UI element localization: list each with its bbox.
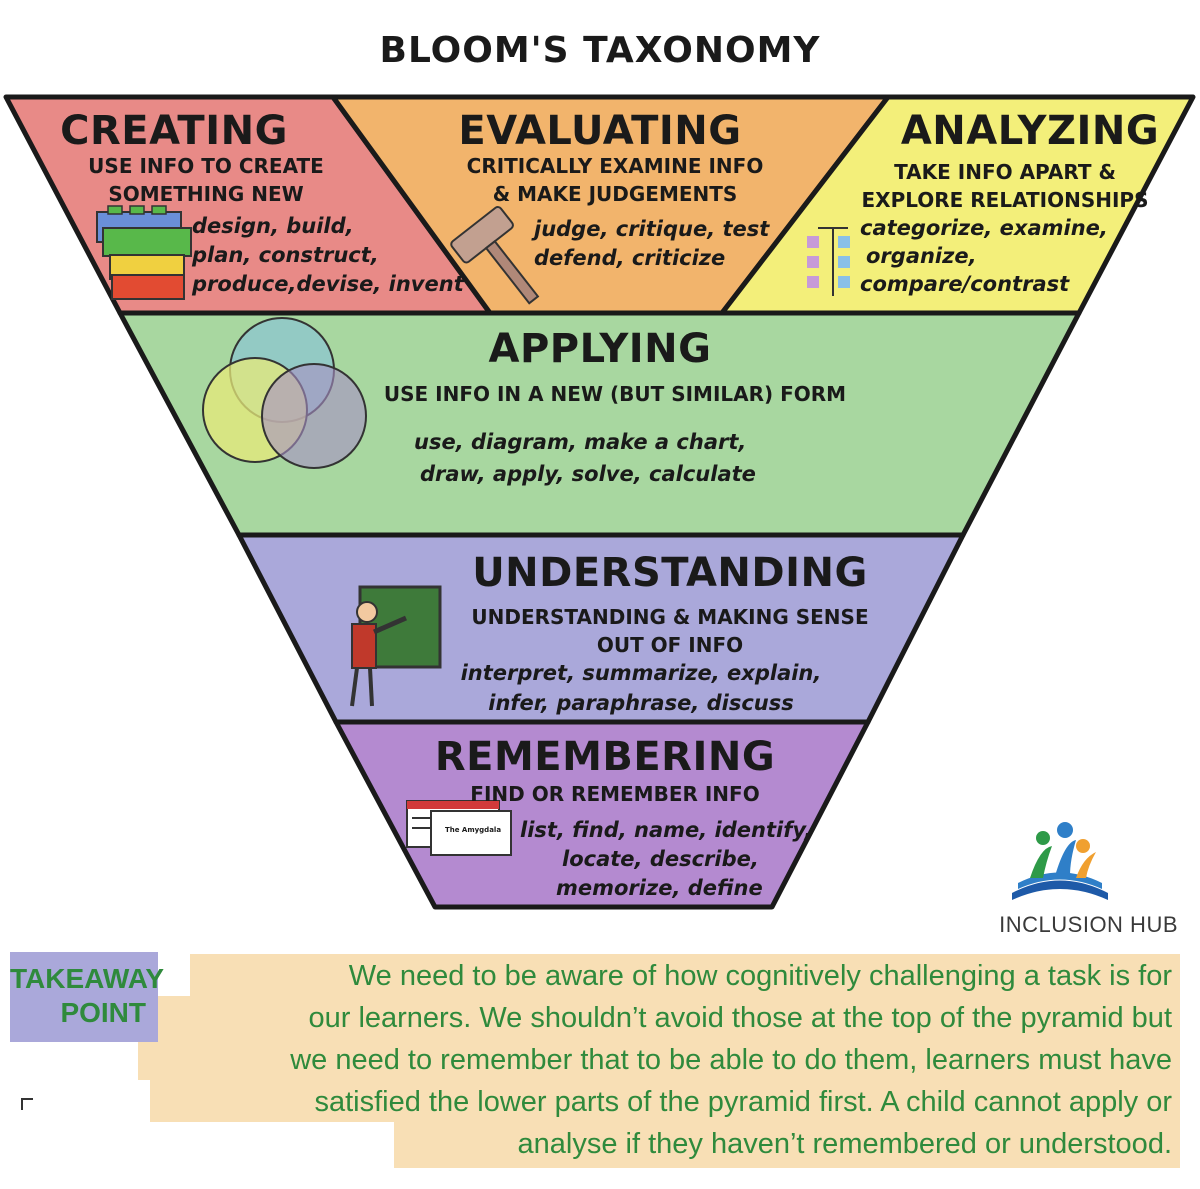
gavel-icon (450, 206, 540, 305)
lego-bricks-icon (96, 205, 192, 300)
analyzing-desc-line-2: EXPLORE RELATIONSHIPS (861, 188, 1149, 212)
takeaway-label-line-1: TAKEAWAY (10, 963, 165, 994)
understanding-desc-line-1: UNDERSTANDING & MAKING SENSE (471, 605, 869, 629)
evaluating-desc-line-2: & MAKE JUDGEMENTS (492, 182, 738, 206)
evaluating-verbs-line-2: defend, criticize (534, 246, 726, 270)
takeaway-line-3: we need to remember that to be able to d… (290, 1044, 1172, 1076)
applying-verbs-line-1: use, diagram, make a chart, (414, 430, 747, 454)
takeaway-label: TAKEAWAY POINT (10, 952, 165, 1042)
takeaway-line-1: We need to be aware of how cognitively c… (348, 960, 1172, 992)
applying-heading: APPLYING (488, 326, 712, 372)
takeaway-highlight-2 (150, 996, 1180, 1038)
remembering-verbs-line-3: memorize, define (556, 876, 763, 900)
takeaway-line-5: analyse if they haven’t remembered or un… (517, 1128, 1172, 1160)
teacher-chalkboard-icon (350, 585, 442, 707)
takeaway-highlight-4 (150, 1080, 1180, 1122)
creating-verbs-line-1: design, build, (192, 214, 354, 238)
flashcards-icon (406, 800, 512, 856)
sorting-chart-icon (807, 227, 850, 296)
evaluating-heading: EVALUATING (458, 108, 742, 154)
applying-verbs-line-2: draw, apply, solve, calculate (420, 462, 756, 486)
venn-diagram-icon (202, 317, 367, 469)
takeaway-line-4: satisfied the lower parts of the pyramid… (314, 1086, 1172, 1118)
inclusion-hub-logo (1012, 822, 1108, 900)
takeaway-highlight-3 (138, 1038, 1180, 1080)
takeaway-line-2: our learners. We shouldn’t avoid those a… (308, 1002, 1172, 1034)
analyzing-verbs-line-2: organize, (866, 244, 977, 268)
takeaway-highlight-5 (394, 1122, 1180, 1168)
brand-name: INCLUSION HUB (999, 912, 1178, 937)
remembering-verbs-line-2: locate, describe, (562, 847, 759, 871)
page-title: BLOOM'S TAXONOMY (379, 30, 821, 71)
applying-desc-line-1: USE INFO IN A NEW (BUT SIMILAR) FORM (383, 382, 847, 406)
understanding-verbs-line-2: infer, paraphrase, discuss (488, 691, 794, 715)
creating-heading: CREATING (60, 108, 288, 154)
analyzing-desc-line-1: TAKE INFO APART & (894, 160, 1116, 184)
takeaway-highlight-1 (190, 954, 1180, 996)
creating-verbs-line-3: produce,devise, invent (192, 272, 464, 296)
remembering-section (333, 719, 871, 910)
flashcard-text: The Amygdala (444, 826, 502, 834)
understanding-desc-line-2: OUT OF INFO (596, 633, 744, 657)
creating-verbs-line-2: plan, construct, (192, 243, 379, 267)
evaluating-desc-line-1: CRITICALLY EXAMINE INFO (466, 154, 764, 178)
analyzing-heading: ANALYZING (900, 108, 1160, 154)
analyzing-verbs-line-1: categorize, examine, (860, 216, 1108, 240)
understanding-verbs-line-1: interpret, summarize, explain, (460, 661, 822, 685)
analyzing-verbs-line-3: compare/contrast (860, 272, 1070, 296)
understanding-heading: UNDERSTANDING (472, 550, 868, 596)
remembering-heading: REMEMBERING (434, 734, 776, 780)
creating-desc-line-2: SOMETHING NEW (108, 182, 304, 206)
creating-desc-line-1: USE INFO TO CREATE (88, 154, 324, 178)
remembering-desc-line-1: FIND OR REMEMBER INFO (470, 782, 760, 806)
corner-mark (21, 1098, 33, 1110)
takeaway-label-line-2: POINT (60, 997, 146, 1028)
evaluating-verbs-line-1: judge, critique, test (534, 217, 770, 241)
remembering-verbs-line-1: list, find, name, identify, (520, 818, 813, 842)
